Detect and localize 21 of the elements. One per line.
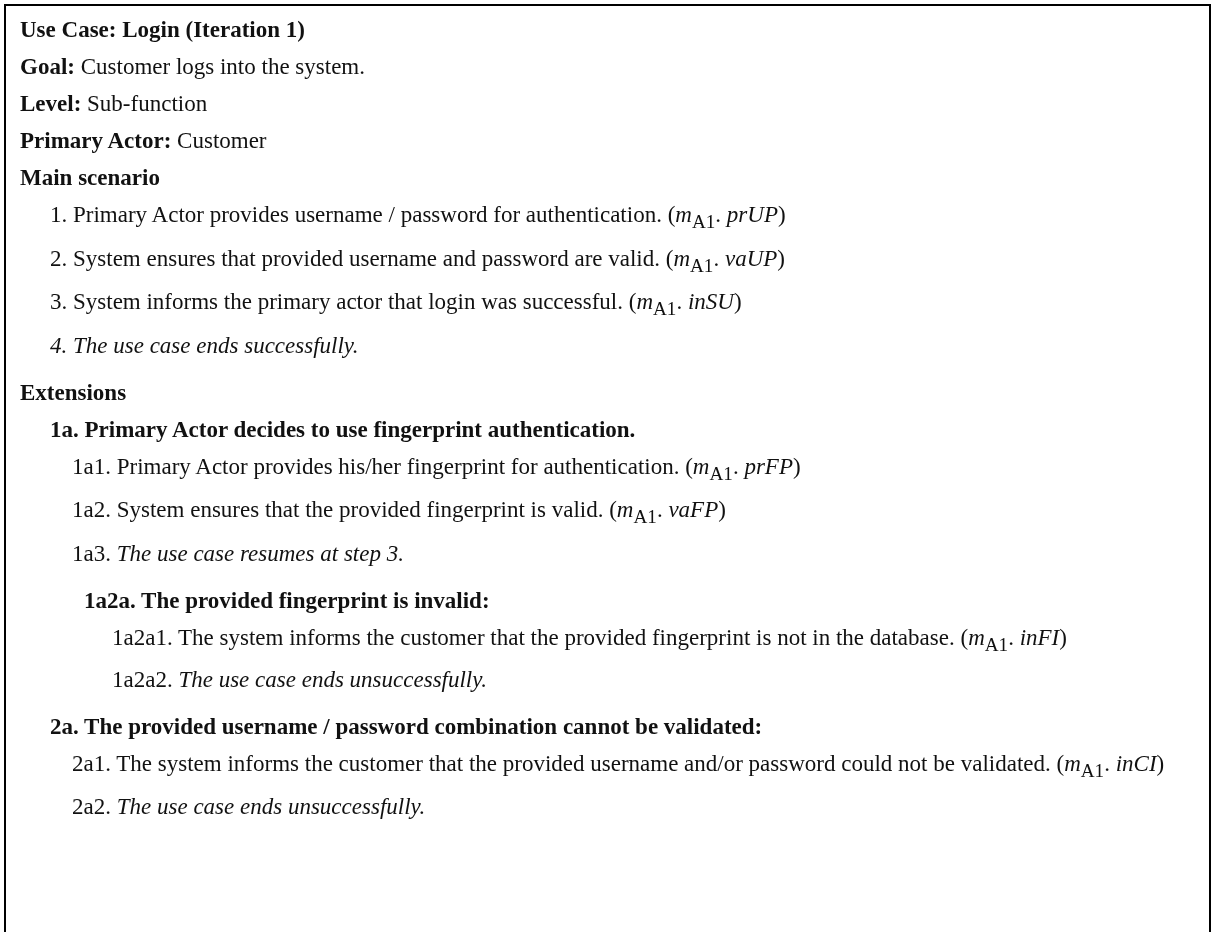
step-text: 2a2. The use case ends unsuccessfully. <box>72 793 427 822</box>
extension-heading: 2a. The provided username / password combination cannot be validated: <box>50 712 764 741</box>
use-case-box <box>4 4 1211 932</box>
step-text: 1. Primary Actor provides username / password for authentication. (m$_{A1}$. prUP) <box>50 201 787 234</box>
step-text: 1a2a2. The use case ends unsuccessfully. <box>112 665 488 694</box>
step-text: 3. System informs the primary actor that login was successful. (m$_{A1}$. inSU) <box>50 288 743 321</box>
section-heading: Main scenario <box>20 164 161 192</box>
extension-heading: 1a. Primary Actor decides to use fingerprint authentication. <box>50 415 637 444</box>
extension-heading: 1a2a. The provided fingerprint is invalid: <box>84 586 491 615</box>
step-text: 1a3. The use case resumes at step 3. <box>72 539 405 568</box>
step-text: 1a1. Primary Actor provides his/her fingerprint for authentication. (m$_{A1}$. prFP) <box>72 452 802 486</box>
step-text: 4. The use case ends successfully. <box>50 331 360 360</box>
step-text: 2a1. The system informs the customer that the provided username and/or password could not be validated. (m$_{A1}$. inCI) <box>72 749 1166 783</box>
heading: Use Case: Login (Iteration 1) <box>20 16 306 44</box>
step-text: 1a2a1. The system informs the customer that the provided fingerprint is not in the database. (m$_{A1}$. inFI) <box>112 623 1068 657</box>
level-text: Level: Sub-function <box>20 90 209 118</box>
step-text: 2. System ensures that provided username and password are valid. (m$_{A1}$. vaUP) <box>50 244 786 278</box>
goal-text: Goal: Customer logs into the system. <box>20 53 366 81</box>
section-heading: Extensions <box>20 378 128 407</box>
actor-text: Primary Actor: Customer <box>20 127 268 155</box>
step-text: 1a2. System ensures that the provided fingerprint is valid. (m$_{A1}$. vaFP) <box>72 496 727 529</box>
